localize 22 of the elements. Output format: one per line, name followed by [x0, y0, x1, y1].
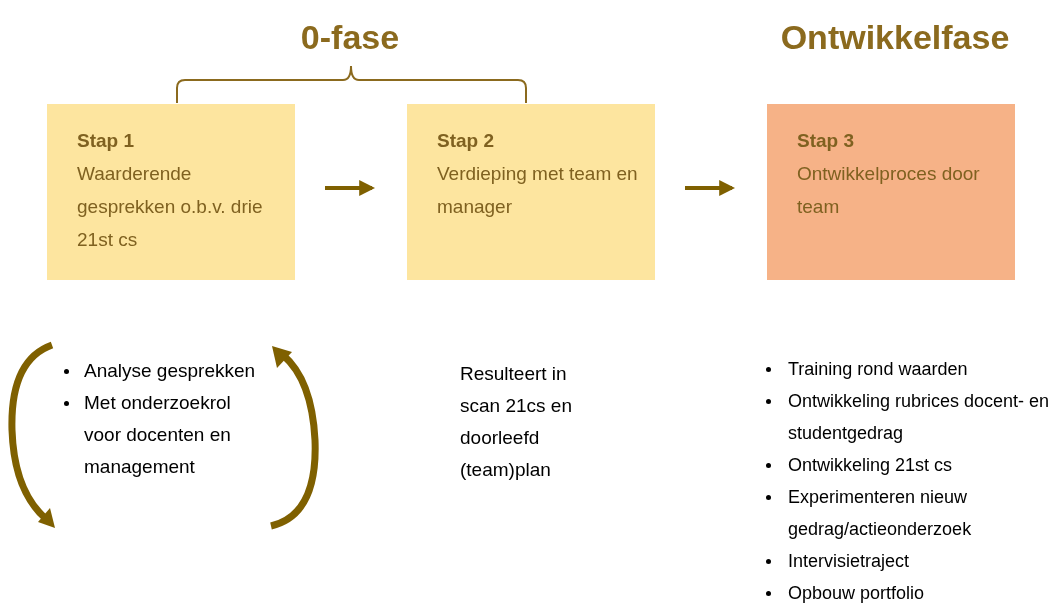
step-title: Stap 1 [77, 129, 136, 153]
step-box [767, 104, 1015, 280]
bullet-item: Ontwikkeling rubrices docent- en studentgedrag [788, 390, 1051, 445]
phase-heading: 0-fase [299, 17, 401, 58]
step-title: Stap 3 [797, 129, 856, 153]
arrow [325, 180, 376, 196]
step-description: Waarderende gesprekken o.b.v. drie 21st cs [77, 162, 264, 252]
step-description: Verdieping met team en manager [437, 162, 639, 219]
step-box [407, 104, 655, 280]
bullet-item: Met onderzoekrol voor docenten en management [84, 391, 232, 479]
phase-heading: Ontwikkelfase [779, 17, 1011, 58]
arrow [685, 180, 736, 196]
step-description: Ontwikkelproces door team [797, 162, 981, 219]
step-box [47, 104, 295, 280]
result-note: Resulteert in scan 21cs en doorleefd (team)plan [460, 362, 573, 482]
bullet-item: Analyse gesprekken [84, 359, 256, 383]
step-title: Stap 2 [437, 129, 496, 153]
bullet-item: Experimenteren nieuw gedrag/actieonderzoek [788, 486, 973, 541]
bullet-item: Opbouw portfolio [788, 582, 925, 605]
bullet-item: Training rond waarden [788, 358, 968, 381]
bullet-item: Ontwikkeling 21st cs [788, 454, 953, 477]
bullet-item: Intervisietraject [788, 550, 910, 573]
